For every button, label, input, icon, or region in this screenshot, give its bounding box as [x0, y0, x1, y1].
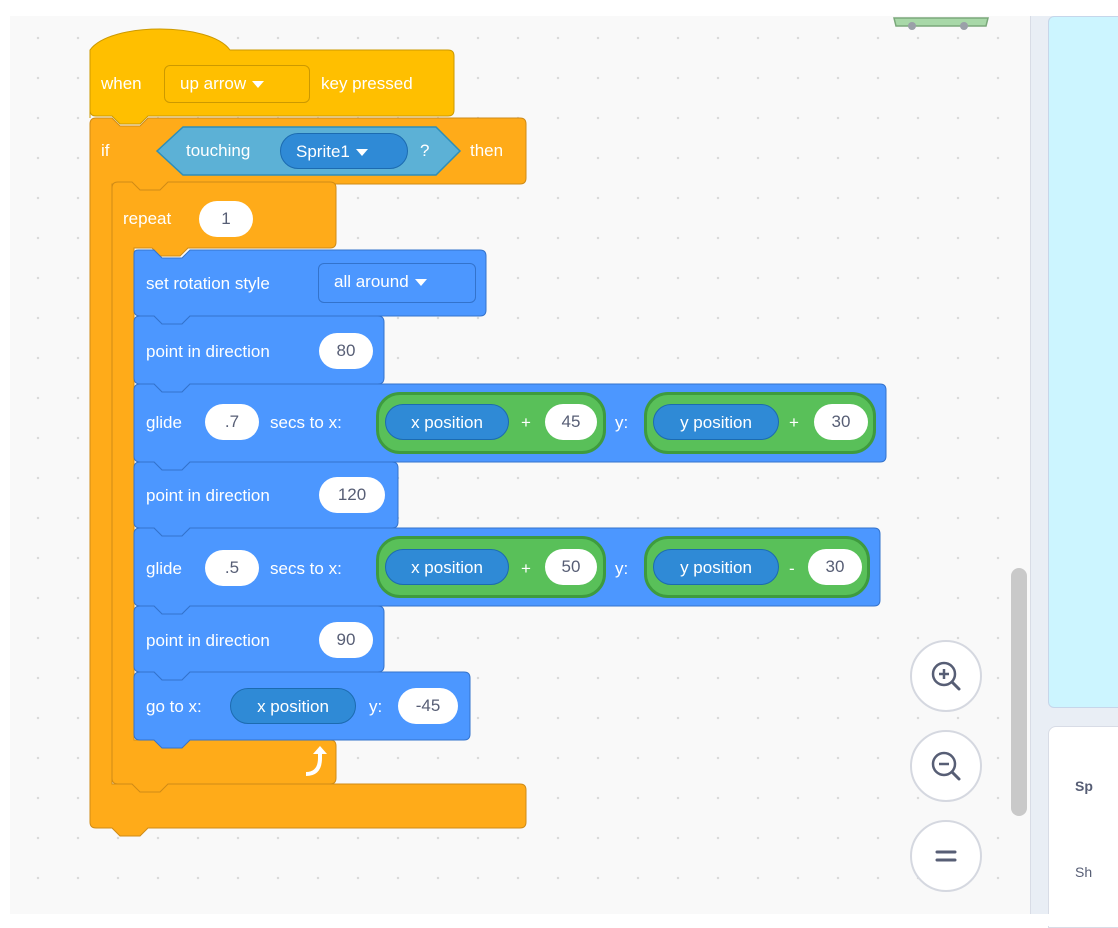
- rotation-style-dropdown[interactable]: all around: [318, 263, 476, 303]
- glide-label-2: glide: [146, 559, 182, 578]
- go-to-y-input[interactable]: -45: [398, 688, 458, 724]
- point-in-direction-label-1: point in direction: [146, 342, 270, 361]
- bottom-margin: [0, 914, 1118, 926]
- chevron-down-icon: [252, 81, 265, 89]
- key-dropdown[interactable]: up arrow: [164, 65, 310, 103]
- operator-minus: -: [789, 559, 795, 578]
- stage-area[interactable]: [1048, 16, 1118, 708]
- then-label: then: [470, 141, 504, 160]
- show-label: Sh: [1075, 864, 1093, 880]
- question-mark: ?: [420, 141, 430, 160]
- y-position-reporter-2[interactable]: y position: [653, 549, 779, 585]
- touching-label: touching: [186, 141, 251, 160]
- glide-secs-input-2[interactable]: .5: [205, 550, 259, 586]
- zoom-out-icon: [931, 751, 961, 781]
- key-pressed-label: key pressed: [321, 74, 413, 93]
- zoom-in-button[interactable]: [910, 640, 982, 712]
- repeat-label: repeat: [123, 209, 172, 228]
- touching-target-dropdown[interactable]: Sprite1: [280, 133, 408, 169]
- x-position-reporter-2[interactable]: x position: [385, 549, 509, 585]
- secs-to-x-label-1: secs to x:: [270, 413, 342, 432]
- glide-label-1: glide: [146, 413, 182, 432]
- sprite-info-pane: [1048, 726, 1118, 928]
- direction-input-1[interactable]: 80: [319, 333, 373, 369]
- if-label: if: [101, 141, 110, 160]
- set-rotation-style-label: set rotation style: [146, 274, 270, 293]
- y-label-1: y:: [615, 413, 629, 432]
- operator-plus-1: +: [521, 413, 531, 432]
- y-position-reporter-1[interactable]: y position: [653, 404, 779, 440]
- when-label: when: [101, 74, 142, 93]
- rotation-style-value: all around: [334, 272, 409, 291]
- x-position-reporter-1[interactable]: x position: [385, 404, 509, 440]
- zoom-in-icon: [931, 661, 961, 691]
- operator-plus-2: +: [789, 413, 799, 432]
- y-offset-input-1[interactable]: 30: [814, 404, 868, 440]
- car-sprite-icon: [893, 17, 989, 30]
- sprite-pane-title: Sp: [1075, 778, 1093, 794]
- go-to-y-label: y:: [369, 697, 383, 716]
- zoom-out-button[interactable]: [910, 730, 982, 802]
- x-position-reporter-3[interactable]: x position: [230, 688, 356, 724]
- zoom-reset-button[interactable]: [910, 820, 982, 892]
- operator-plus-3: +: [521, 559, 531, 578]
- point-in-direction-label-3: point in direction: [146, 631, 270, 650]
- loop-arrow-icon: [306, 746, 327, 776]
- x-offset-input-1[interactable]: 45: [545, 404, 597, 440]
- zoom-reset-icon: [935, 850, 957, 862]
- y-offset-input-2[interactable]: 30: [808, 549, 862, 585]
- x-offset-input-2[interactable]: 50: [545, 549, 597, 585]
- y-label-2: y:: [615, 559, 629, 578]
- repeat-block[interactable]: [111, 181, 337, 793]
- chevron-down-icon: [414, 279, 427, 287]
- workspace-divider: [1030, 16, 1031, 914]
- point-in-direction-label-2: point in direction: [146, 486, 270, 505]
- key-dropdown-value: up arrow: [180, 74, 247, 93]
- direction-input-3[interactable]: 90: [319, 622, 373, 658]
- secs-to-x-label-2: secs to x:: [270, 559, 342, 578]
- chevron-down-icon: [355, 149, 368, 157]
- go-to-x-label: go to x:: [146, 697, 202, 716]
- touching-target-value: Sprite1: [296, 142, 350, 161]
- direction-input-2[interactable]: 120: [319, 477, 385, 513]
- workspace-scrollbar[interactable]: [1011, 568, 1027, 816]
- repeat-count-input[interactable]: 1: [199, 201, 253, 237]
- glide-secs-input-1[interactable]: .7: [205, 404, 259, 440]
